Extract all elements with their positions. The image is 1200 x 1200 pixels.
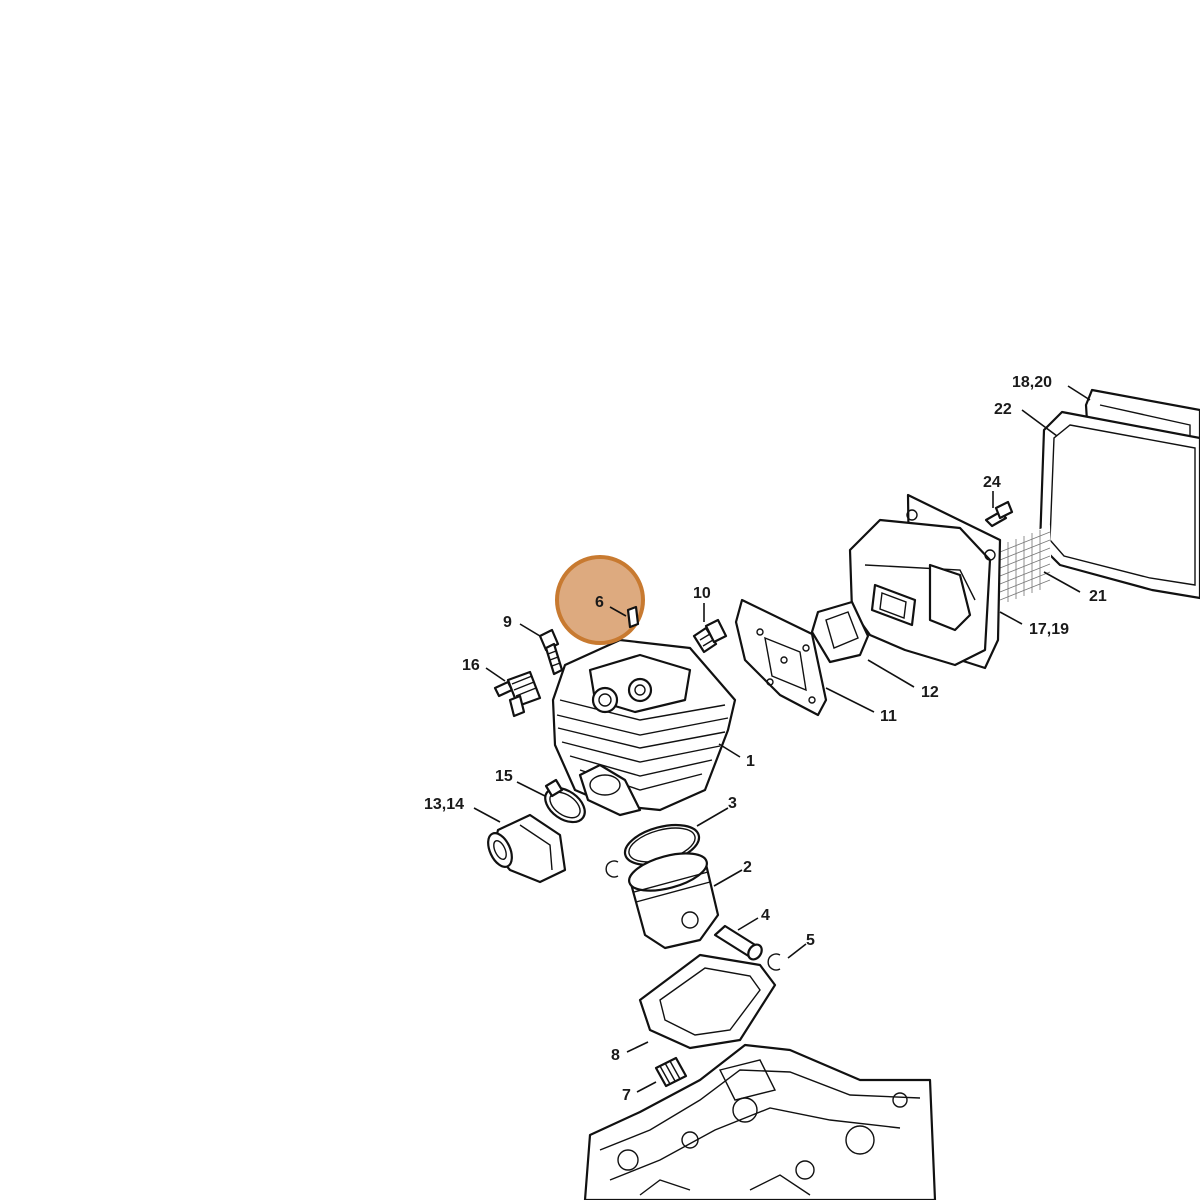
highlight-marker	[555, 555, 645, 645]
needle-bearing[interactable]	[654, 1056, 688, 1088]
callout-8[interactable]: 8	[611, 1047, 620, 1064]
piston-pin[interactable]	[713, 924, 765, 962]
cylinder-screw[interactable]	[538, 628, 564, 676]
decompression-valve[interactable]	[692, 618, 728, 654]
spark-plug[interactable]	[493, 670, 542, 718]
circlip-right[interactable]	[767, 953, 781, 971]
callout-17-19[interactable]: 17,19	[1029, 621, 1069, 638]
callout-11[interactable]: 11	[880, 708, 897, 725]
callout-24[interactable]: 24	[983, 474, 1001, 491]
spark-arrestor-screen[interactable]	[999, 525, 1052, 605]
callout-10[interactable]: 10	[693, 585, 711, 602]
callout-22[interactable]: 22	[994, 401, 1012, 418]
intake-clamp[interactable]	[539, 778, 591, 829]
callout-4[interactable]: 4	[761, 907, 770, 924]
callout-3[interactable]: 3	[728, 795, 737, 812]
callout-16[interactable]: 16	[462, 657, 480, 674]
circlip-left[interactable]	[605, 860, 619, 878]
callout-7[interactable]: 7	[622, 1087, 631, 1104]
callout-5[interactable]: 5	[806, 932, 815, 949]
piston[interactable]	[625, 846, 720, 950]
muffler[interactable]	[848, 493, 1002, 670]
callout-1[interactable]: 1	[746, 753, 755, 770]
callout-12[interactable]: 12	[921, 684, 939, 701]
callout-2[interactable]: 2	[743, 859, 752, 876]
intake-manifold[interactable]	[483, 813, 567, 884]
callout-6[interactable]: 6	[595, 594, 604, 611]
muffler-flange-gasket[interactable]	[810, 600, 870, 664]
muffler-gasket[interactable]	[1038, 410, 1200, 600]
callout-21[interactable]: 21	[1089, 588, 1107, 605]
cylinder-pin[interactable]	[626, 605, 640, 629]
cylinder[interactable]	[551, 638, 737, 817]
callout-18-20[interactable]: 18,20	[1012, 374, 1052, 391]
muffler-screw[interactable]	[984, 500, 1014, 528]
crankcase[interactable]	[583, 1043, 937, 1200]
base-gasket[interactable]	[638, 953, 777, 1050]
callout-9[interactable]: 9	[503, 614, 512, 631]
callout-15[interactable]: 15	[495, 768, 513, 785]
callout-13-14[interactable]: 13,14	[424, 796, 464, 813]
leader-lines	[473, 385, 1091, 1093]
cooling-plate[interactable]	[734, 598, 828, 717]
callout-labels: 1 2 3 4 5 6 7 8 9 10 11 12 13,14 15 16 1…	[424, 374, 1107, 1104]
